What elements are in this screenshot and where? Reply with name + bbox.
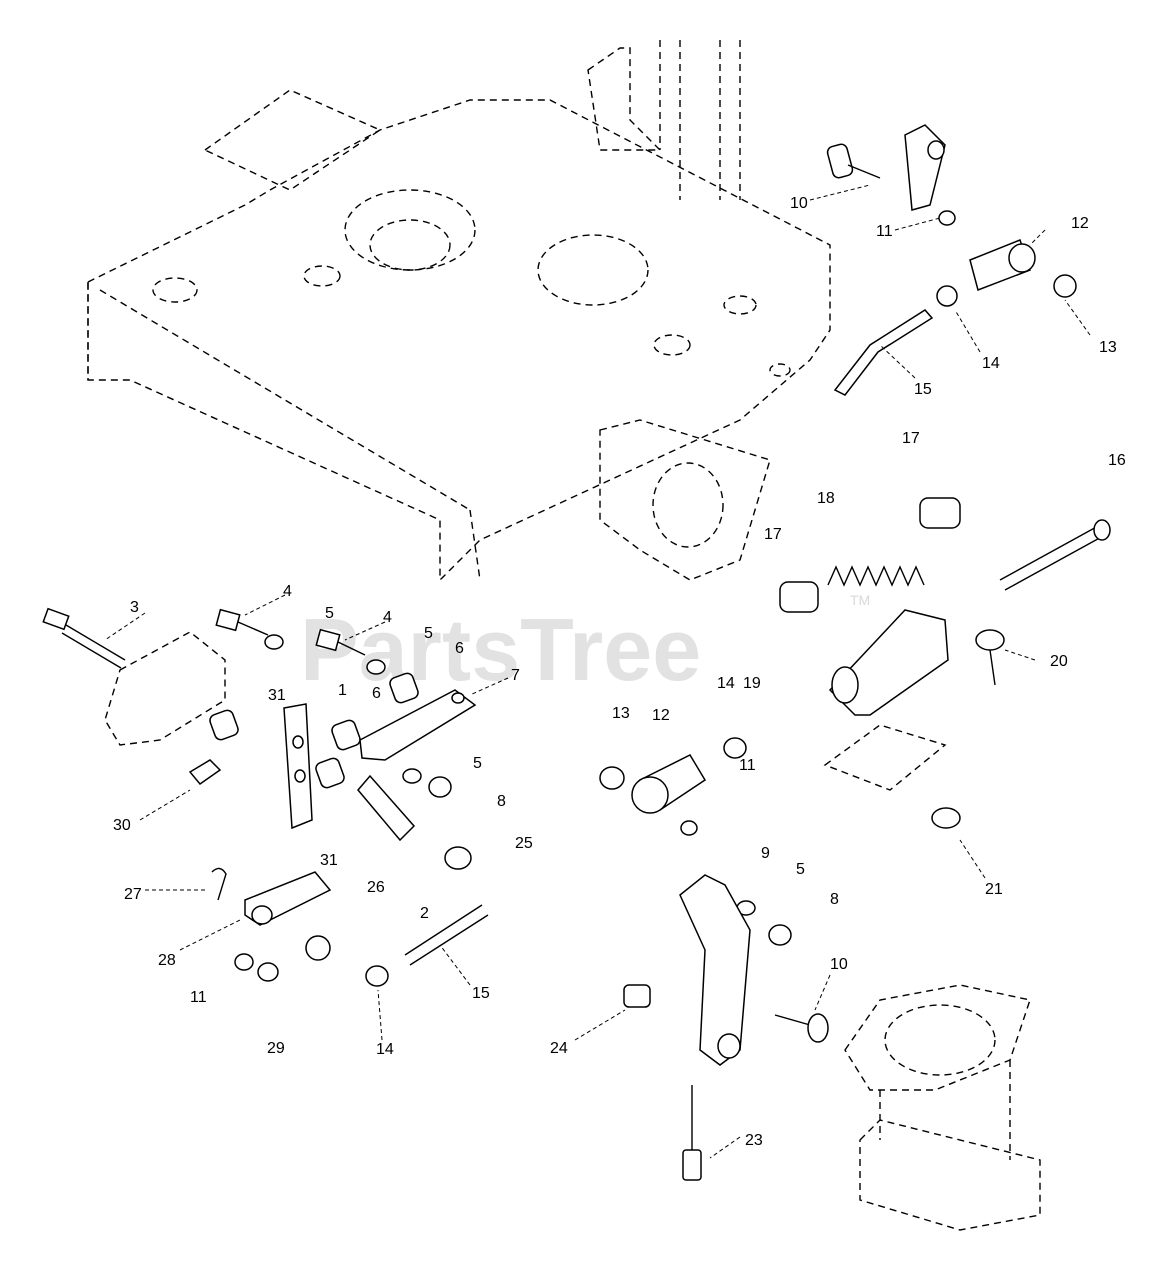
bolt-part-3 [42,607,126,669]
callout-label: 11 [739,757,756,774]
callout-label: 7 [511,667,520,684]
nut-part-24 [623,984,651,1008]
callout-label: 14 [376,1041,394,1058]
callout-label: 6 [455,640,464,657]
pump-housing [844,984,1041,1231]
callout-label: 21 [985,881,1003,898]
bolt-part-23 [682,1085,702,1181]
rod-end-part-12 [631,239,1036,814]
callout-label: 6 [372,685,381,702]
callout-label: 28 [158,952,176,969]
nut-part-25 [444,846,472,870]
nut-part-14 [365,285,958,987]
lever-part-9 [679,874,751,1066]
callout-label: 16 [1108,452,1126,469]
callout-label: 14 [717,675,735,692]
callout-labels: 1 2 3 4 4 5 5 5 5 6 6 7 8 8 9 10 10 11 1… [113,195,1126,1149]
callout-label: 17 [764,526,782,543]
callout-label: 9 [761,845,770,862]
callout-label: 31 [268,687,286,704]
nut-part-8 [428,776,792,946]
callout-label: 24 [550,1040,568,1057]
washers-part-11 [234,210,956,982]
bolts-part-4 [215,608,366,656]
callout-label: 10 [790,195,808,212]
callout-label: 19 [743,675,761,692]
callout-label: 8 [497,793,506,810]
callout-label: 27 [124,886,142,903]
bracket-part-19 [828,609,949,716]
frame-chassis [87,40,831,582]
callout-label: 10 [830,956,848,973]
cotter-pin-part-27 [211,867,227,901]
callout-label: 15 [914,381,932,398]
callout-label: 18 [817,490,835,507]
link-part-upper [904,124,946,211]
callout-label: 13 [612,705,630,722]
callout-label: 5 [424,625,433,642]
callout-label: 31 [320,852,338,869]
callout-label: 26 [367,879,385,896]
spacers-part-31 [209,709,345,789]
pin-part-29 [305,935,331,961]
leader-lines [104,184,1091,1159]
callout-label: 5 [325,605,334,622]
callout-label: 14 [982,355,1000,372]
callout-label: 29 [267,1040,285,1057]
link-part-7 [359,689,477,761]
arm-part-1 [283,703,313,830]
callout-label: 15 [472,985,490,1002]
callout-label: 20 [1050,653,1068,670]
spacers-part-6 [331,672,419,751]
watermark-text: PartsTree [300,600,701,699]
callout-label: 4 [383,609,392,626]
callout-label: 8 [830,891,839,908]
callout-label: 13 [1099,339,1117,356]
nut-part-13 [599,274,1077,790]
callout-label: 23 [745,1132,763,1149]
watermark-tm: TM [850,592,870,608]
spacer-part-26 [357,774,416,842]
bracket-dashed-left [104,631,226,746]
bushings-part-17 [779,497,961,613]
rod-part-15-upper [833,309,934,396]
callout-label: 5 [796,861,805,878]
callout-label: 30 [113,817,131,834]
callout-label: 1 [338,682,347,699]
callout-label: 25 [515,835,533,852]
bolt-part-20 [975,629,1005,686]
bolt-part-16 [999,519,1111,591]
plate-dashed [823,724,947,791]
callout-label: 5 [473,755,482,772]
spring-part-18 [827,565,925,587]
callout-label: 12 [652,707,670,724]
clevis-part-28 [244,871,332,926]
rod-part-15-lower [404,904,489,966]
washers-part-5 [264,634,756,916]
callout-label: 4 [283,583,292,600]
callout-label: 17 [902,430,920,447]
watermark: PartsTree TM [300,592,870,699]
callout-label: 11 [876,223,893,240]
fitting-part-30 [188,759,222,786]
callout-label: 12 [1071,215,1089,232]
bolt-part-10 [774,143,881,1043]
part-21 [931,807,961,829]
callout-label: 11 [190,989,207,1006]
callout-label: 2 [420,905,429,922]
callout-label: 3 [130,599,139,616]
